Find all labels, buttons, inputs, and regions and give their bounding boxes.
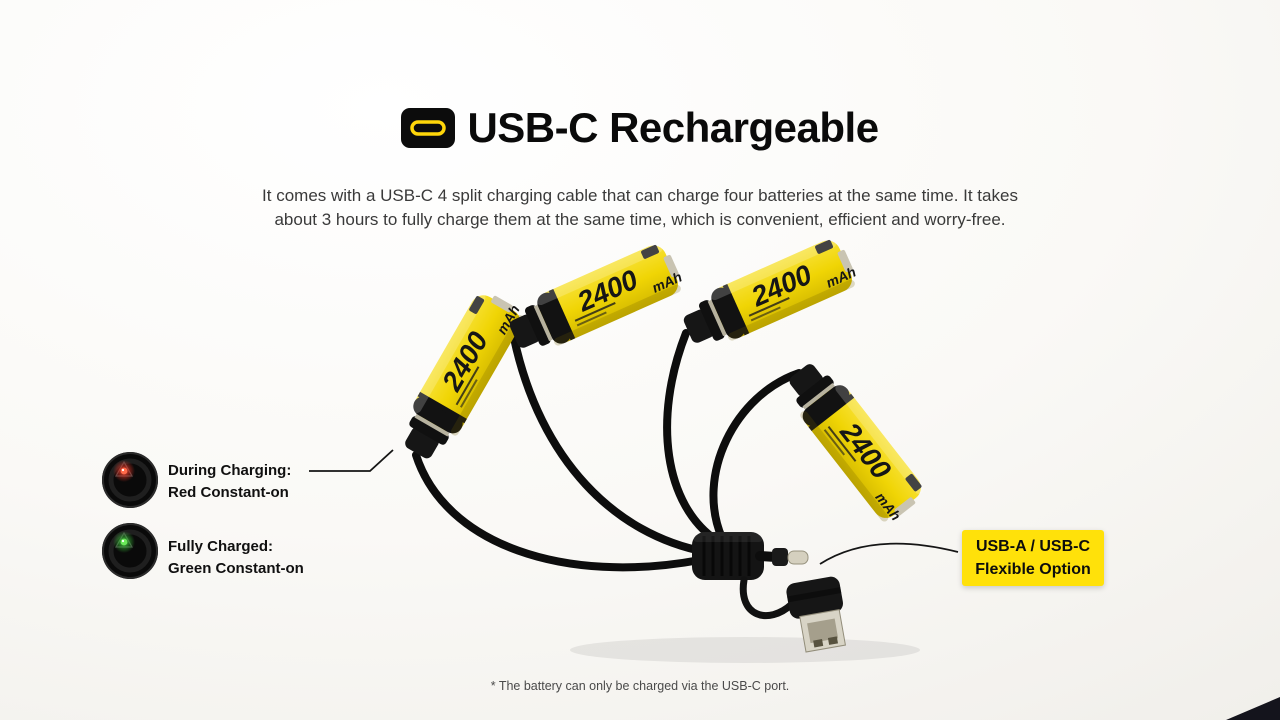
flexible-option-line2: Flexible Option xyxy=(975,561,1091,578)
description: It comes with a USB-C 4 split charging c… xyxy=(0,184,1280,232)
callout-charging-title: During Charging: xyxy=(168,462,292,479)
charging-cable-4 xyxy=(709,369,803,542)
callout-fully-charged: Fully Charged: Green Constant-on xyxy=(168,536,304,580)
usb-a-connector xyxy=(786,576,846,653)
callout-charged-title: Fully Charged: xyxy=(168,538,274,555)
battery-1 xyxy=(392,286,528,467)
battery-2 xyxy=(503,239,687,361)
led-indicator-red xyxy=(102,452,158,508)
usb-c-connector xyxy=(755,548,809,566)
flexible-option-line1: USB-A / USB-C xyxy=(975,538,1091,555)
description-line-1: It comes with a USB-C 4 split charging c… xyxy=(262,186,1018,205)
page-title: USB-C Rechargeable xyxy=(467,104,879,151)
description-line-2: about 3 hours to fully charge them at th… xyxy=(274,210,1006,229)
usb-c-icon xyxy=(401,108,456,148)
pointer-line-flexible xyxy=(819,542,959,565)
led-indicator-green xyxy=(102,523,158,579)
callout-during-charging: During Charging: Red Constant-on xyxy=(168,460,291,504)
cable-splitter xyxy=(692,532,764,580)
flexible-option-label: USB-A / USB-C Flexible Option xyxy=(962,530,1104,586)
header: USB-C Rechargeable xyxy=(0,104,1280,152)
callout-charged-detail: Green Constant-on xyxy=(168,560,304,577)
battery-4 xyxy=(777,354,930,528)
charging-cable-1 xyxy=(412,451,704,572)
charging-cable-2 xyxy=(510,334,710,556)
footnote: * The battery can only be charged via th… xyxy=(490,679,790,693)
charging-cables xyxy=(412,329,803,572)
pointer-line-charging xyxy=(309,449,394,472)
product-shadow xyxy=(570,637,920,663)
callout-charging-detail: Red Constant-on xyxy=(168,484,289,501)
battery-3 xyxy=(677,234,861,356)
adapter-cable xyxy=(739,576,796,620)
charging-cable-3 xyxy=(663,329,720,544)
